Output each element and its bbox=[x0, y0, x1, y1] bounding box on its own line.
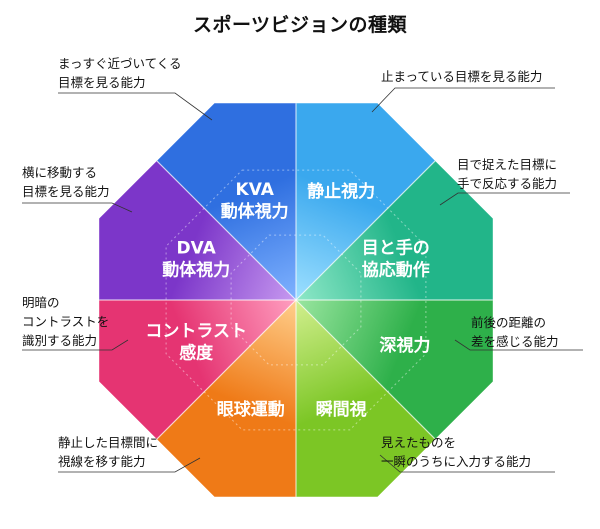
spoke-line bbox=[295, 299, 436, 440]
segment-static-acuity bbox=[296, 103, 436, 300]
description-static-acuity: 止まっている目標を見る能力 bbox=[381, 69, 543, 84]
description-kva: まっすぐ近づいてくる目標を見る能力 bbox=[58, 56, 182, 90]
segment-contrast bbox=[99, 300, 296, 440]
spoke-line bbox=[156, 160, 297, 301]
description-depth: 前後の距離の差を感じる能力 bbox=[471, 315, 559, 349]
segment-dva bbox=[99, 160, 296, 300]
grid-ring-2 bbox=[165, 169, 427, 431]
leader-line-static-acuity bbox=[371, 87, 555, 113]
leader-line-eye-movement bbox=[58, 457, 201, 473]
leader-line-depth bbox=[454, 339, 583, 351]
spoke-line bbox=[295, 160, 436, 301]
segment-label-instant: 瞬間視 bbox=[316, 399, 367, 420]
segment-depth bbox=[296, 300, 493, 440]
leader-line-dva bbox=[22, 202, 133, 213]
spoke-line bbox=[156, 299, 297, 440]
segment-label-static-acuity: 静止視力 bbox=[307, 181, 375, 202]
description-contrast: 明暗のコントラストを識別する能力 bbox=[22, 295, 110, 348]
segment-label-eye-hand: 目と手の協応動作 bbox=[362, 238, 430, 281]
description-eye-movement: 静止した目標間に視線を移す能力 bbox=[58, 435, 159, 469]
segment-kva bbox=[156, 103, 296, 300]
leader-line-kva bbox=[58, 92, 213, 121]
leader-line-contrast bbox=[22, 339, 129, 351]
leader-line-instant bbox=[379, 454, 555, 473]
segment-instant bbox=[296, 300, 436, 497]
description-instant: 見えたものを一瞬のうちに入力する能力 bbox=[381, 435, 532, 469]
segment-eye-hand bbox=[296, 160, 493, 300]
segment-label-depth: 深視力 bbox=[380, 335, 431, 356]
segment-label-eye-movement: 眼球運動 bbox=[217, 399, 285, 420]
grid-ring-1 bbox=[230, 234, 362, 366]
diagram-title: スポーツビジョンの種類 bbox=[192, 14, 408, 36]
segment-eye-movement bbox=[156, 300, 296, 497]
description-dva: 横に移動する目標を見る能力 bbox=[22, 165, 110, 199]
segment-label-contrast: コントラスト感度 bbox=[145, 321, 247, 363]
leader-line-eye-hand bbox=[439, 192, 570, 206]
description-eye-hand: 目で捉えた目標に手で反応する能力 bbox=[457, 157, 558, 191]
